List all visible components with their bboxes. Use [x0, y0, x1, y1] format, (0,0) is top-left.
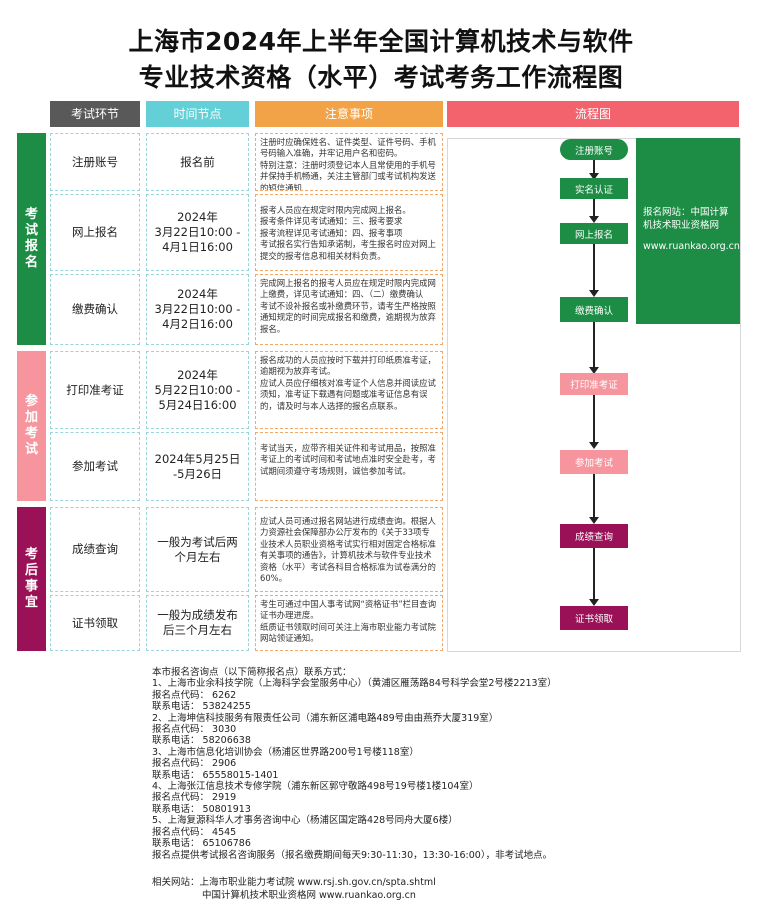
row-name: 打印准考证	[50, 351, 140, 429]
contact-line: 报名点代码： 6262	[152, 689, 237, 701]
row-name: 注册账号	[50, 133, 140, 191]
flow-step-take-exam: 参加考试	[560, 450, 628, 474]
header-flow: 流程图	[447, 101, 739, 127]
row-note: 报名成功的人员应按时下载并打印纸质准考证，逾期视为放弃考试。 应试人员应仔细核对…	[255, 351, 443, 429]
contact-info: 本市报名咨询点（以下简称报名点）联系方式： 1、上海市业余科技学院（上海科学会堂…	[152, 667, 732, 861]
contact-line: 联系电话： 50801913	[152, 803, 251, 815]
row-name: 参加考试	[50, 432, 140, 501]
flow-step-certificate: 证书领取	[560, 606, 628, 630]
stage-post-exam: 考后事宜	[17, 507, 46, 651]
contact-line: 本市报名咨询点（以下简称报名点）联系方式：	[152, 667, 352, 678]
site-url[interactable]: www.ruankao.org.cn	[643, 241, 740, 252]
flow-arrow	[589, 395, 599, 449]
flow-arrow	[589, 548, 599, 606]
flow-step-verify: 实名认证	[560, 178, 628, 199]
contact-line: 联系电话： 58206638	[152, 735, 251, 747]
flow-step-online-register: 网上报名	[560, 223, 628, 244]
flow-step-payment: 缴费确认	[560, 297, 628, 322]
header-stage: 考试环节	[50, 101, 140, 127]
contact-line: 联系电话： 65558015-1401	[152, 769, 279, 781]
contact-line: 联系电话： 53824255	[152, 701, 251, 713]
contact-line: 1、上海市业余科技学院（上海科学会堂服务中心）（黄浦区雁荡路84号科学会堂2号楼…	[152, 678, 557, 690]
related-site-line[interactable]: 相关网站：上海市职业能力考试院 www.rsj.sh.gov.cn/spta.s…	[152, 877, 436, 888]
stage-exam: 参加考试	[17, 351, 46, 501]
flow-arrow	[589, 244, 599, 297]
contact-line: 5、上海复源科华人才事务咨询中心（杨浦区国定路428号同舟大厦6楼）	[152, 815, 458, 827]
row-note: 注册时应确保姓名、证件类型、证件号码、手机号码输入准确，并牢记用户名和密码。 特…	[255, 133, 443, 191]
related-site-line[interactable]: 中国计算机技术职业资格网 www.ruankao.org.cn	[202, 889, 416, 901]
flow-arrow	[589, 199, 599, 223]
flow-step-register: 注册账号	[560, 139, 628, 160]
contact-line: 报名点提供考试报名咨询服务（报名缴费期间每天9:30-11:30，13:30-1…	[152, 849, 553, 861]
row-name: 网上报名	[50, 194, 140, 271]
header-time: 时间节点	[146, 101, 249, 127]
contact-line: 3、上海市信息化培训协会（杨浦区世界路200号1号楼118室）	[152, 746, 419, 758]
row-time: 2024年 3月22日10:00 - 4月2日16:00	[146, 274, 249, 345]
flow-step-print-ticket: 打印准考证	[560, 373, 628, 395]
flow-step-score-query: 成绩查询	[560, 524, 628, 548]
page-title-line1: 上海市2024年上半年全国计算机技术与软件	[128, 27, 634, 56]
row-name: 成绩查询	[50, 507, 140, 592]
page-title-line2: 专业技术资格（水平）考试考务工作流程图	[138, 63, 624, 92]
flow-arrow	[589, 160, 599, 180]
row-name: 证书领取	[50, 595, 140, 651]
contact-line: 4、上海张江信息技术专修学院（浦东新区郭守敬路498号19号楼1楼104室）	[152, 781, 479, 793]
row-name: 缴费确认	[50, 274, 140, 345]
stage-label: 考后事宜	[24, 547, 38, 610]
row-note: 考生可通过中国人事考试网“资格证书”栏目查询证书办理进度。 纸质证书领取时间可关…	[255, 595, 443, 651]
row-time: 一般为考试后两 个月左右	[146, 507, 249, 592]
contact-line: 2、上海坤信科技服务有限责任公司（浦东新区浦电路489号由由燕乔大厦319室）	[152, 712, 499, 724]
row-note: 报考人员应在规定时限内完成网上报名。 报考条件详见考试通知：三、报考要求 报考流…	[255, 194, 443, 271]
contact-line: 报名点代码： 2919	[152, 792, 237, 804]
row-note: 考试当天，应带齐相关证件和考试用品，按照准考证上的考试时间和考试地点准时安全赴考…	[255, 432, 443, 501]
contact-line: 联系电话： 65106786	[152, 838, 251, 850]
row-note: 完成网上报名的报考人员应在规定时限内完成网上缴费，详见考试通知：四、（二）缴费确…	[255, 274, 443, 345]
row-time: 2024年5月25日 -5月26日	[146, 432, 249, 501]
contact-line: 报名点代码： 2906	[152, 758, 237, 770]
row-time: 2024年 3月22日10:00 - 4月1日16:00	[146, 194, 249, 271]
registration-site-box: 报名网站：中国计算机技术职业资格网 www.ruankao.org.cn	[636, 138, 740, 324]
contact-line: 报名点代码： 3030	[152, 724, 237, 736]
flow-arrow	[589, 474, 599, 524]
row-time: 一般为成绩发布 后三个月左右	[146, 595, 249, 651]
flow-arrow	[589, 322, 599, 374]
row-time: 报名前	[146, 133, 249, 191]
stage-label: 考试报名	[24, 207, 38, 270]
contact-line: 报名点代码： 4545	[152, 826, 237, 838]
row-note: 应试人员可通过报名网站进行成绩查询。根据人力资源社会保障部办公厅发布的《关于33…	[255, 507, 443, 592]
stage-label: 参加考试	[24, 394, 38, 457]
row-time: 2024年 5月22日10:00 - 5月24日16:00	[146, 351, 249, 429]
header-notes: 注意事项	[255, 101, 443, 127]
site-title: 报名网站：中国计算机技术职业资格网	[643, 207, 729, 231]
related-sites: 相关网站：上海市职业能力考试院 www.rsj.sh.gov.cn/spta.s…	[152, 877, 436, 902]
stage-registration: 考试报名	[17, 133, 46, 345]
